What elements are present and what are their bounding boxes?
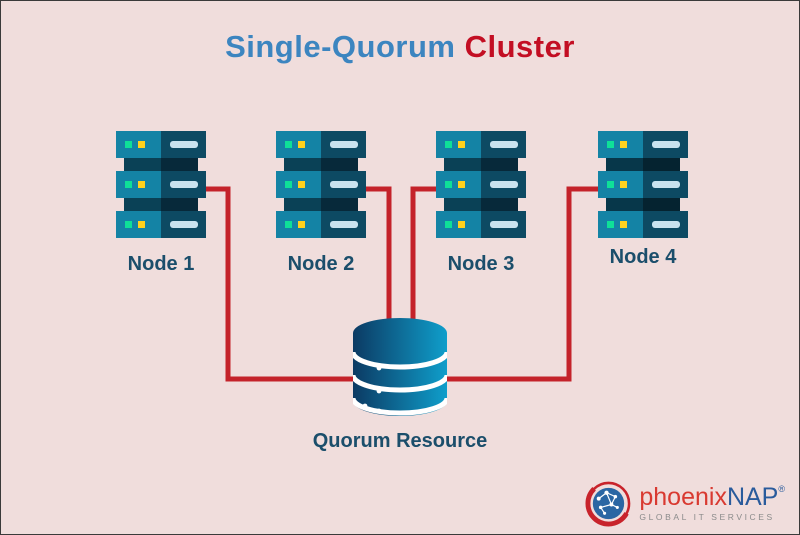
registered-mark: ®: [778, 484, 785, 495]
cylinder-band: [353, 397, 447, 416]
led-yellow-icon: [298, 181, 305, 188]
server-unit: [276, 211, 366, 238]
drive-slot: [652, 141, 680, 148]
led-green-icon: [607, 141, 614, 148]
node-3-label: Node 3: [447, 253, 515, 275]
led-green-icon: [607, 181, 614, 188]
connector-node4-quorum: [439, 186, 603, 382]
logo-phoenix: phoenix: [639, 483, 727, 512]
drive-slot: [490, 181, 518, 188]
server-unit: [598, 171, 688, 198]
led-green-icon: [445, 141, 452, 148]
led-green-icon: [445, 181, 452, 188]
title-part-red: Cluster: [464, 29, 575, 64]
drive-slot: [170, 181, 198, 188]
server-unit: [276, 131, 366, 158]
led-green-icon: [445, 221, 452, 228]
server-unit: [116, 131, 206, 158]
led-green-icon: [285, 221, 292, 228]
led-yellow-icon: [458, 141, 465, 148]
led-yellow-icon: [620, 181, 627, 188]
node-3: Node 3: [436, 131, 526, 276]
drive-slot: [330, 141, 358, 148]
node-4-label: Node 4: [609, 246, 677, 268]
connector-node2-quorum: [366, 186, 392, 361]
led-yellow-icon: [620, 141, 627, 148]
logo-text: phoenixNAP® GLOBAL IT SERVICES: [639, 485, 785, 522]
led-yellow-icon: [458, 221, 465, 228]
led-green-icon: [125, 141, 132, 148]
node-2-label: Node 2: [287, 253, 355, 275]
server-stack-icon: [276, 131, 366, 238]
led-yellow-icon: [138, 141, 145, 148]
led-green-icon: [285, 141, 292, 148]
led-yellow-icon: [458, 181, 465, 188]
led-green-icon: [125, 221, 132, 228]
server-connector: [606, 198, 680, 211]
node-4: Node 4: [598, 131, 688, 269]
node-1: Node 1: [116, 131, 206, 276]
server-stack-icon: [598, 131, 688, 238]
cylinder-dots: [362, 359, 382, 414]
server-connector: [284, 198, 358, 211]
globe-network-icon: [585, 480, 632, 527]
server-connector: [124, 158, 198, 171]
server-stack-icon: [436, 131, 526, 238]
drive-slot: [652, 181, 680, 188]
server-unit: [436, 171, 526, 198]
server-connector: [606, 158, 680, 171]
node-1-label: Node 1: [127, 253, 195, 275]
server-unit: [436, 211, 526, 238]
server-unit: [436, 131, 526, 158]
connector-node3-quorum: [410, 186, 438, 361]
drive-slot: [490, 221, 518, 228]
server-unit: [598, 131, 688, 158]
led-yellow-icon: [620, 221, 627, 228]
server-connector: [444, 158, 518, 171]
drive-slot: [170, 221, 198, 228]
server-connector: [284, 158, 358, 171]
drive-slot: [652, 221, 680, 228]
led-green-icon: [125, 181, 132, 188]
server-unit: [276, 171, 366, 198]
database-cylinder-icon: [353, 318, 447, 416]
server-stack-icon: [116, 131, 206, 238]
drive-slot: [170, 141, 198, 148]
server-connector: [444, 198, 518, 211]
quorum-resource-label: Quorum Resource: [312, 430, 488, 452]
cylinder-band: [353, 374, 447, 393]
led-yellow-icon: [298, 141, 305, 148]
logo-nap: NAP: [726, 483, 779, 512]
drive-slot: [490, 141, 518, 148]
logo-tagline: GLOBAL IT SERVICES: [639, 512, 775, 523]
led-yellow-icon: [138, 181, 145, 188]
drive-slot: [330, 181, 358, 188]
page-title: Single-Quorum Cluster: [1, 29, 799, 65]
connector-node1-quorum: [206, 186, 361, 382]
server-unit: [598, 211, 688, 238]
server-unit: [116, 171, 206, 198]
drive-slot: [330, 221, 358, 228]
logo-wordmark: phoenixNAP®: [639, 485, 785, 510]
cylinder-band: [353, 351, 447, 370]
phoenixnap-logo: phoenixNAP® GLOBAL IT SERVICES: [585, 480, 785, 527]
led-yellow-icon: [298, 221, 305, 228]
server-unit: [116, 211, 206, 238]
title-part-blue: Single-Quorum: [225, 29, 456, 64]
node-2: Node 2: [276, 131, 366, 276]
led-yellow-icon: [138, 221, 145, 228]
led-green-icon: [285, 181, 292, 188]
led-green-icon: [607, 221, 614, 228]
server-connector: [124, 198, 198, 211]
